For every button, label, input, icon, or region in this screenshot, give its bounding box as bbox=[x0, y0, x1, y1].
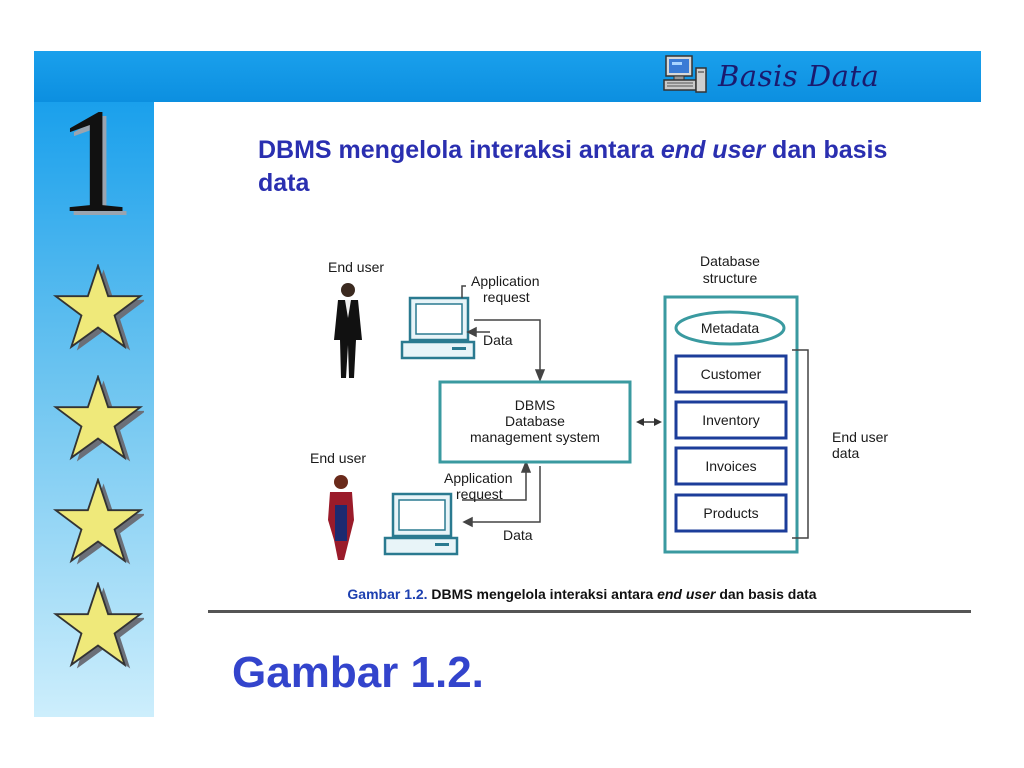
table-box-inventory bbox=[674, 400, 788, 440]
divider bbox=[208, 610, 971, 613]
dbms-label-line3: management system bbox=[470, 429, 600, 445]
app-request-bottom-line2: request bbox=[456, 486, 503, 502]
end-user-label-bottom: End user bbox=[310, 450, 366, 466]
brand: Basis Data bbox=[662, 54, 879, 98]
request-data-lines-top bbox=[461, 285, 546, 383]
dbms-label-line2: Database bbox=[505, 413, 565, 429]
db-structure-line2: structure bbox=[703, 270, 758, 286]
app-request-top-line1: Application bbox=[471, 273, 540, 289]
end-user-label-top: End user bbox=[328, 259, 384, 275]
chapter-number: 1 bbox=[56, 78, 132, 244]
table-label-products: Products bbox=[703, 505, 758, 521]
star-icon bbox=[52, 478, 144, 565]
end-user-data-line2: data bbox=[832, 445, 859, 461]
end-user-data-line1: End user bbox=[832, 429, 888, 445]
table-box-products bbox=[674, 493, 788, 533]
app-title: Basis Data bbox=[718, 59, 880, 93]
dbms-to-database-arrow bbox=[636, 418, 662, 426]
app-request-top-line2: request bbox=[483, 289, 530, 305]
table-box-customer bbox=[674, 354, 788, 394]
footer-title: Gambar 1.2. bbox=[232, 648, 484, 697]
data-label-top: Data bbox=[483, 332, 513, 348]
dbms-label-line1: DBMS bbox=[515, 397, 555, 413]
metadata-ellipse bbox=[674, 310, 786, 346]
end-user-figure-top bbox=[334, 283, 362, 378]
caption-text: DBMS mengelola interaksi antara bbox=[427, 586, 658, 602]
end-user-data-bracket bbox=[792, 349, 809, 539]
heading-text-end: dan basis data bbox=[258, 136, 888, 197]
caption-label: Gambar 1.2. bbox=[347, 586, 428, 602]
table-label-inventory: Inventory bbox=[702, 412, 760, 428]
table-box-invoices bbox=[674, 446, 788, 486]
table-label-invoices: Invoices bbox=[705, 458, 756, 474]
heading-emphasis: end user bbox=[660, 136, 766, 164]
dbms-box bbox=[438, 380, 632, 464]
metadata-label: Metadata bbox=[701, 320, 760, 336]
figure-caption-band bbox=[208, 578, 956, 610]
computer-top bbox=[400, 296, 476, 360]
computer-icon bbox=[663, 55, 707, 93]
end-user-figure-bottom bbox=[328, 475, 354, 560]
data-label-bottom: Data bbox=[503, 527, 533, 543]
db-structure-line1: Database bbox=[700, 253, 760, 269]
star-icon bbox=[52, 582, 144, 669]
top-bar bbox=[34, 51, 981, 102]
star-icon bbox=[52, 264, 144, 351]
dbms-diagram: End user End user bbox=[310, 253, 888, 560]
app-request-bottom-line1: Application bbox=[444, 470, 513, 486]
table-label-customer: Customer bbox=[701, 366, 762, 382]
caption-text-end: dan basis data bbox=[715, 586, 817, 602]
figure-caption: Gambar 1.2. DBMS mengelola interaksi ant… bbox=[208, 586, 956, 602]
star-icon bbox=[52, 375, 144, 462]
computer-bottom bbox=[383, 492, 459, 556]
caption-emphasis: end user bbox=[657, 586, 716, 602]
heading-text: DBMS mengelola interaksi antara bbox=[258, 136, 661, 164]
slide-heading: DBMS mengelola interaksi antara end user… bbox=[258, 134, 918, 200]
request-data-lines-bottom bbox=[462, 459, 541, 528]
